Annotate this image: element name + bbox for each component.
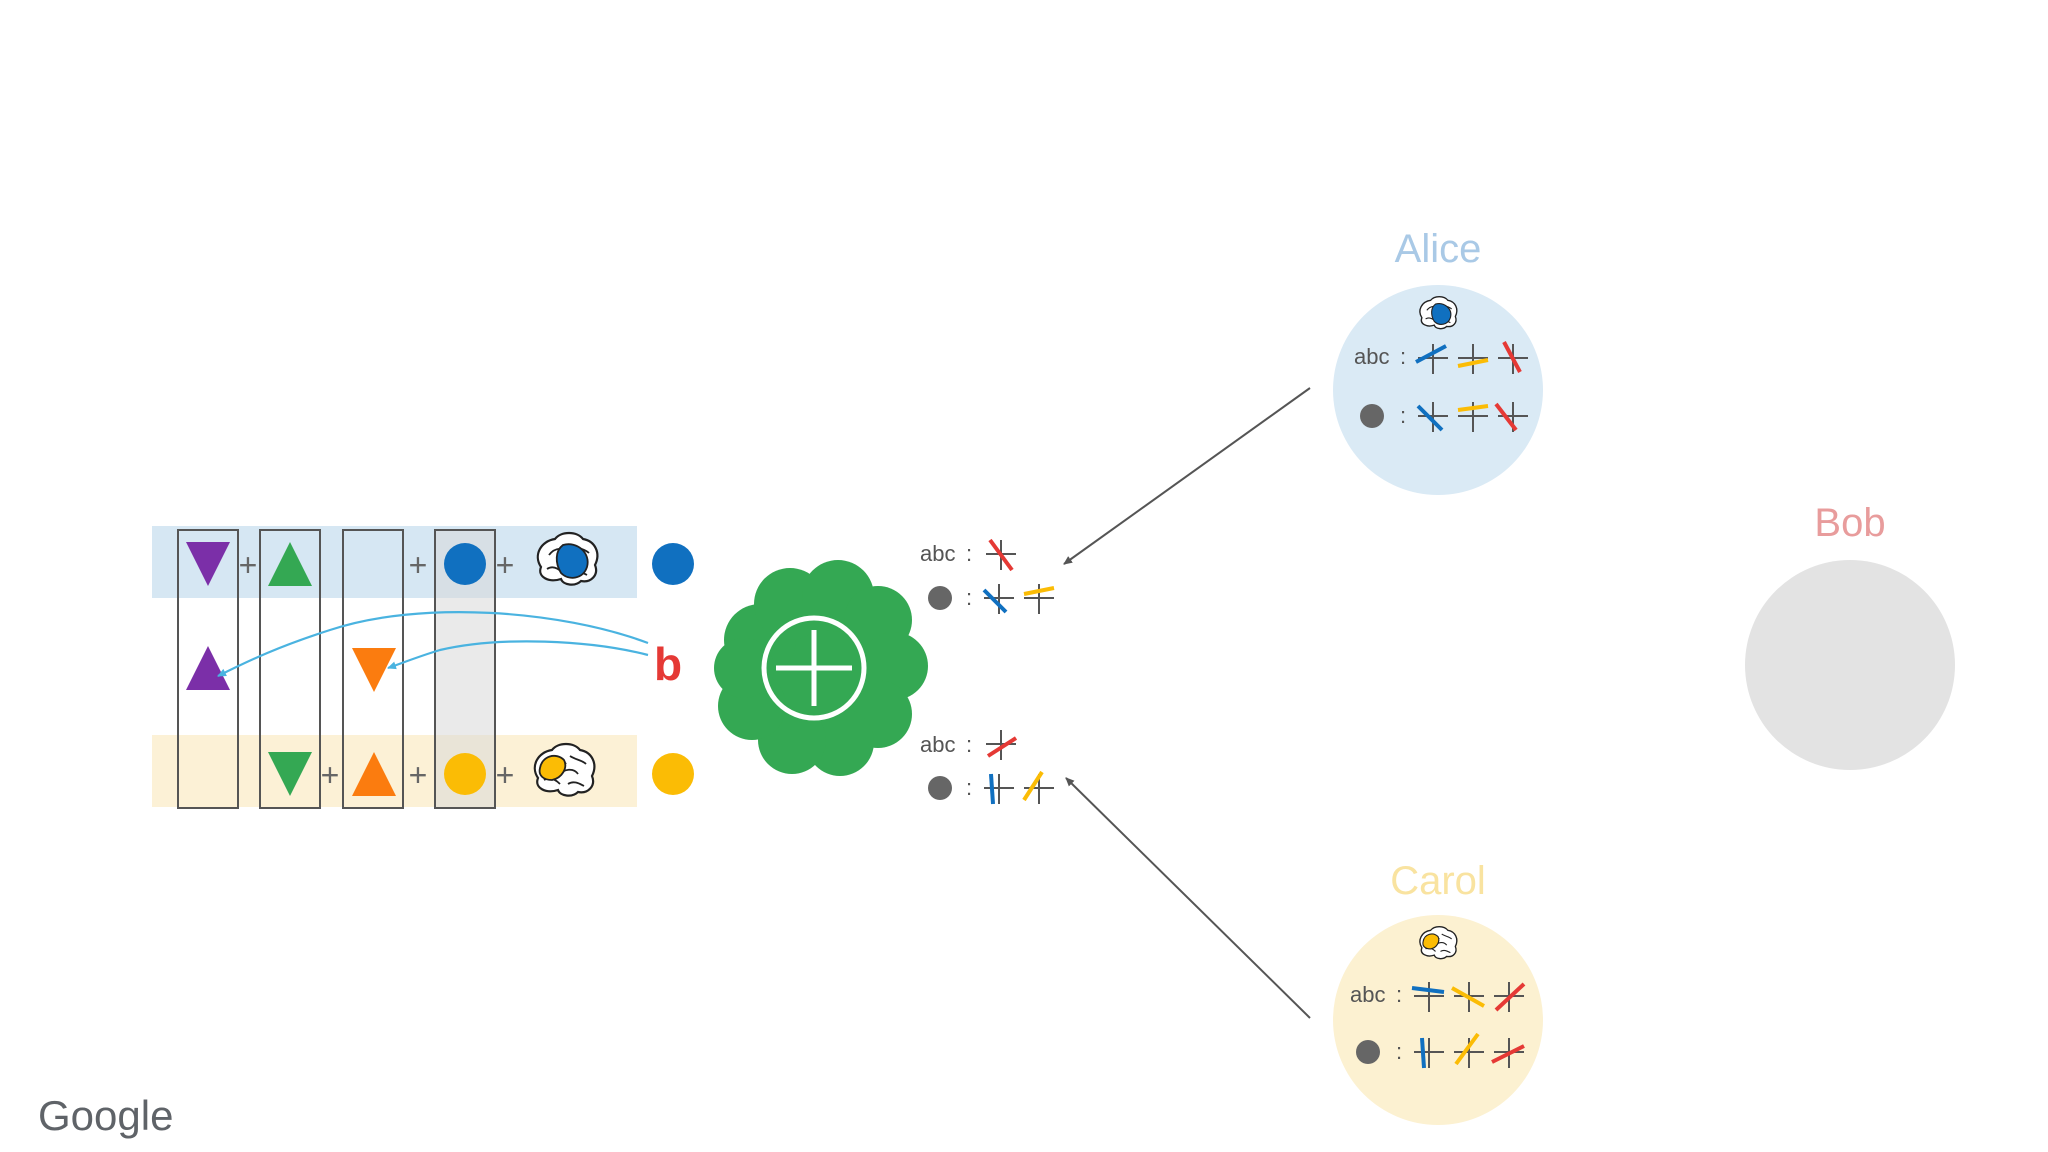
carol-name: Carol	[1390, 859, 1486, 903]
secure-aggregation-node	[714, 560, 928, 776]
blue-circle-bias	[444, 543, 486, 585]
green-up-triangle	[268, 542, 312, 586]
green-down-triangle	[268, 752, 312, 796]
gray-dot	[1356, 1040, 1380, 1064]
plus-sign: +	[321, 757, 340, 793]
orange-up-triangle	[352, 752, 396, 796]
colon-label: :	[1400, 344, 1406, 369]
weight-tick-icon	[1457, 402, 1489, 432]
gray-dot	[1360, 404, 1384, 428]
lower-aggregated-update: abc : :	[920, 730, 1054, 805]
weight-tick-icon	[1414, 1037, 1444, 1069]
plus-sign: +	[496, 547, 515, 583]
abc-label: abc	[920, 541, 955, 566]
purple-up-triangle	[186, 646, 230, 690]
weight-tick-icon	[1023, 584, 1055, 614]
alice-client: Alice abc : :	[1333, 227, 1543, 495]
weight-tick-icon	[1451, 982, 1485, 1012]
weight-tick-icon	[1454, 1032, 1484, 1068]
yellow-circle-bias	[444, 753, 486, 795]
plus-sign: +	[239, 547, 258, 583]
bob-name: Bob	[1814, 501, 1885, 545]
weight-tick-icon	[984, 773, 1014, 805]
column-box-2	[259, 529, 321, 809]
weight-tick-icon	[1022, 770, 1054, 804]
abc-label: abc	[1354, 344, 1389, 369]
weight-tick-icon	[1411, 982, 1445, 1012]
weight-tick-icon	[986, 730, 1018, 760]
model-decomposition-panel: + + + + + + b	[152, 526, 694, 809]
alice-device-circle	[1333, 285, 1543, 495]
colon-label: :	[966, 585, 972, 610]
weight-tick-icon	[1494, 982, 1526, 1012]
aggregate-plus-icon	[761, 615, 867, 721]
colon-label: :	[966, 775, 972, 800]
weight-tick-icon	[1415, 344, 1448, 374]
brain-icon	[1419, 295, 1458, 330]
alice-name: Alice	[1395, 227, 1482, 271]
alice-upload-arrow	[1063, 387, 1311, 565]
weight-tick-icon	[1491, 1038, 1525, 1068]
bias-curve-to-purple	[217, 611, 649, 677]
colon-label: :	[1396, 1039, 1402, 1064]
weight-tick-icon	[986, 538, 1016, 572]
colon-label: :	[966, 732, 972, 757]
bias-label: b	[654, 638, 682, 690]
plus-sign: +	[409, 757, 428, 793]
colon-label: :	[1400, 403, 1406, 428]
bob-device-circle	[1745, 560, 1955, 770]
weight-tick-icon	[1498, 341, 1528, 374]
colon-label: :	[1396, 982, 1402, 1007]
weight-tick-icon	[1494, 402, 1528, 432]
alice-blue-dot	[652, 543, 694, 585]
column-box-3	[342, 529, 404, 809]
weight-tick-icon	[982, 584, 1014, 614]
gray-dot	[928, 586, 952, 610]
orange-down-triangle	[352, 648, 396, 692]
gray-dot	[928, 776, 952, 800]
purple-down-triangle	[186, 542, 230, 586]
abc-label: abc	[920, 732, 955, 757]
weight-tick-icon	[1416, 402, 1448, 432]
column-box-1	[177, 529, 239, 809]
alice-brain-icon	[536, 531, 599, 586]
plus-sign: +	[496, 757, 515, 793]
carol-client: Carol abc : :	[1333, 859, 1543, 1125]
colon-label: :	[966, 541, 972, 566]
upper-aggregated-update: abc : :	[920, 538, 1055, 614]
carol-yellow-dot	[652, 753, 694, 795]
bob-client: Bob	[1745, 501, 1955, 770]
plus-sign: +	[409, 547, 428, 583]
google-logo: Google	[38, 1092, 173, 1139]
carol-device-circle	[1333, 915, 1543, 1125]
abc-label: abc	[1350, 982, 1385, 1007]
brain-icon	[1419, 925, 1458, 960]
carol-brain-icon	[533, 742, 596, 797]
weight-tick-icon	[1457, 344, 1489, 374]
bias-curve-to-orange	[387, 640, 649, 670]
carol-upload-arrow	[1065, 777, 1311, 1019]
